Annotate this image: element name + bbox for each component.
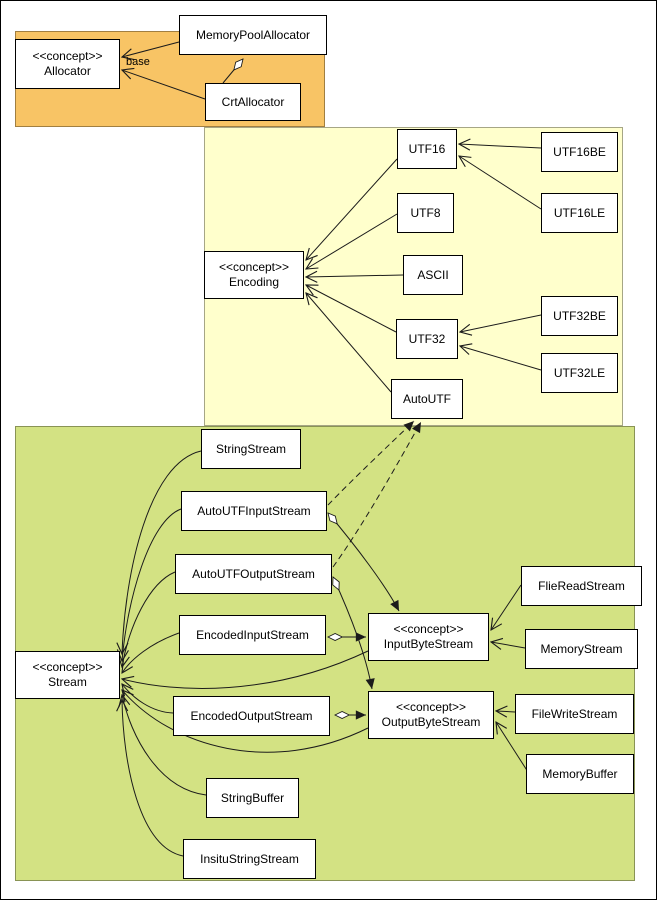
node-utf32be: UTF32BE bbox=[541, 296, 618, 336]
node-encodedoutputstream: EncodedOutputStream bbox=[173, 696, 330, 736]
node-label: EncodedInputStream bbox=[196, 627, 309, 642]
node-label: StringBuffer bbox=[220, 790, 285, 805]
node-crtallocator: CrtAllocator bbox=[205, 83, 301, 121]
node-label: Allocator bbox=[44, 64, 91, 78]
node-inputbytestream-concept: <<concept>> InputByteStream bbox=[368, 613, 489, 661]
node-memorystream: MemoryStream bbox=[525, 629, 638, 669]
node-stringbuffer: StringBuffer bbox=[206, 778, 299, 818]
node-label: MemoryStream bbox=[540, 641, 623, 656]
node-autoutfoutputstream: AutoUTFOutputStream bbox=[175, 554, 332, 594]
node-autoutf: AutoUTF bbox=[391, 379, 463, 419]
node-encoding-concept: <<concept>> Encoding bbox=[204, 251, 304, 299]
node-label: EncodedOutputStream bbox=[190, 708, 313, 723]
node-stream-concept: <<concept>> Stream bbox=[15, 651, 120, 699]
node-label: Encoding bbox=[228, 275, 280, 289]
node-label: AutoUTF bbox=[402, 391, 451, 406]
node-allocator-concept: <<concept>> Allocator bbox=[15, 39, 120, 89]
node-label: ASCII bbox=[417, 267, 449, 282]
node-utf32le: UTF32LE bbox=[541, 353, 618, 393]
node-label: UTF8 bbox=[410, 205, 441, 220]
node-label: UTF16BE bbox=[553, 144, 606, 159]
node-label: FlieReadStream bbox=[538, 578, 625, 593]
node-label: UTF32BE bbox=[553, 308, 606, 323]
node-label: InsituStringStream bbox=[200, 851, 299, 866]
node-label: UTF32LE bbox=[553, 365, 606, 380]
node-utf16: UTF16 bbox=[397, 129, 457, 169]
stereotype-label: <<concept>> bbox=[393, 622, 464, 636]
node-autoutfinputstream: AutoUTFInputStream bbox=[181, 491, 327, 531]
node-encodedinputstream: EncodedInputStream bbox=[179, 615, 326, 655]
node-fliereadstream: FlieReadStream bbox=[521, 566, 642, 606]
stereotype-label: <<concept>> bbox=[395, 700, 467, 714]
node-label: UTF16 bbox=[408, 141, 446, 156]
stereotype-label: <<concept>> bbox=[32, 49, 103, 63]
node-label: MemoryBuffer bbox=[542, 766, 618, 781]
node-utf32: UTF32 bbox=[396, 319, 458, 359]
node-insitustringstream: InsituStringStream bbox=[183, 839, 316, 879]
node-label: AutoUTFInputStream bbox=[197, 503, 311, 518]
node-utf16be: UTF16BE bbox=[541, 132, 618, 172]
node-label: UTF16LE bbox=[553, 205, 606, 220]
stereotype-label: <<concept>> bbox=[218, 260, 290, 274]
node-outputbytestream-concept: <<concept>> OutputByteStream bbox=[368, 691, 494, 739]
node-filewritestream: FileWriteStream bbox=[515, 694, 634, 734]
stereotype-label: <<concept>> bbox=[32, 660, 103, 674]
node-utf8: UTF8 bbox=[397, 193, 454, 233]
node-label: MemoryPoolAllocator bbox=[195, 27, 311, 42]
node-memorybuffer: MemoryBuffer bbox=[526, 754, 634, 794]
node-label: StringStream bbox=[215, 441, 287, 456]
node-label: CrtAllocator bbox=[221, 94, 285, 109]
node-label: Stream bbox=[48, 675, 87, 689]
node-label: OutputByteStream bbox=[381, 715, 481, 729]
node-ascii: ASCII bbox=[403, 255, 463, 295]
node-label: UTF32 bbox=[408, 331, 446, 346]
node-label: AutoUTFOutputStream bbox=[192, 566, 315, 581]
node-memorypoolallocator: MemoryPoolAllocator bbox=[179, 15, 327, 55]
node-label: FileWriteStream bbox=[531, 706, 618, 721]
node-utf16le: UTF16LE bbox=[541, 193, 618, 233]
node-label: InputByteStream bbox=[383, 637, 474, 651]
node-stringstream: StringStream bbox=[201, 429, 301, 469]
